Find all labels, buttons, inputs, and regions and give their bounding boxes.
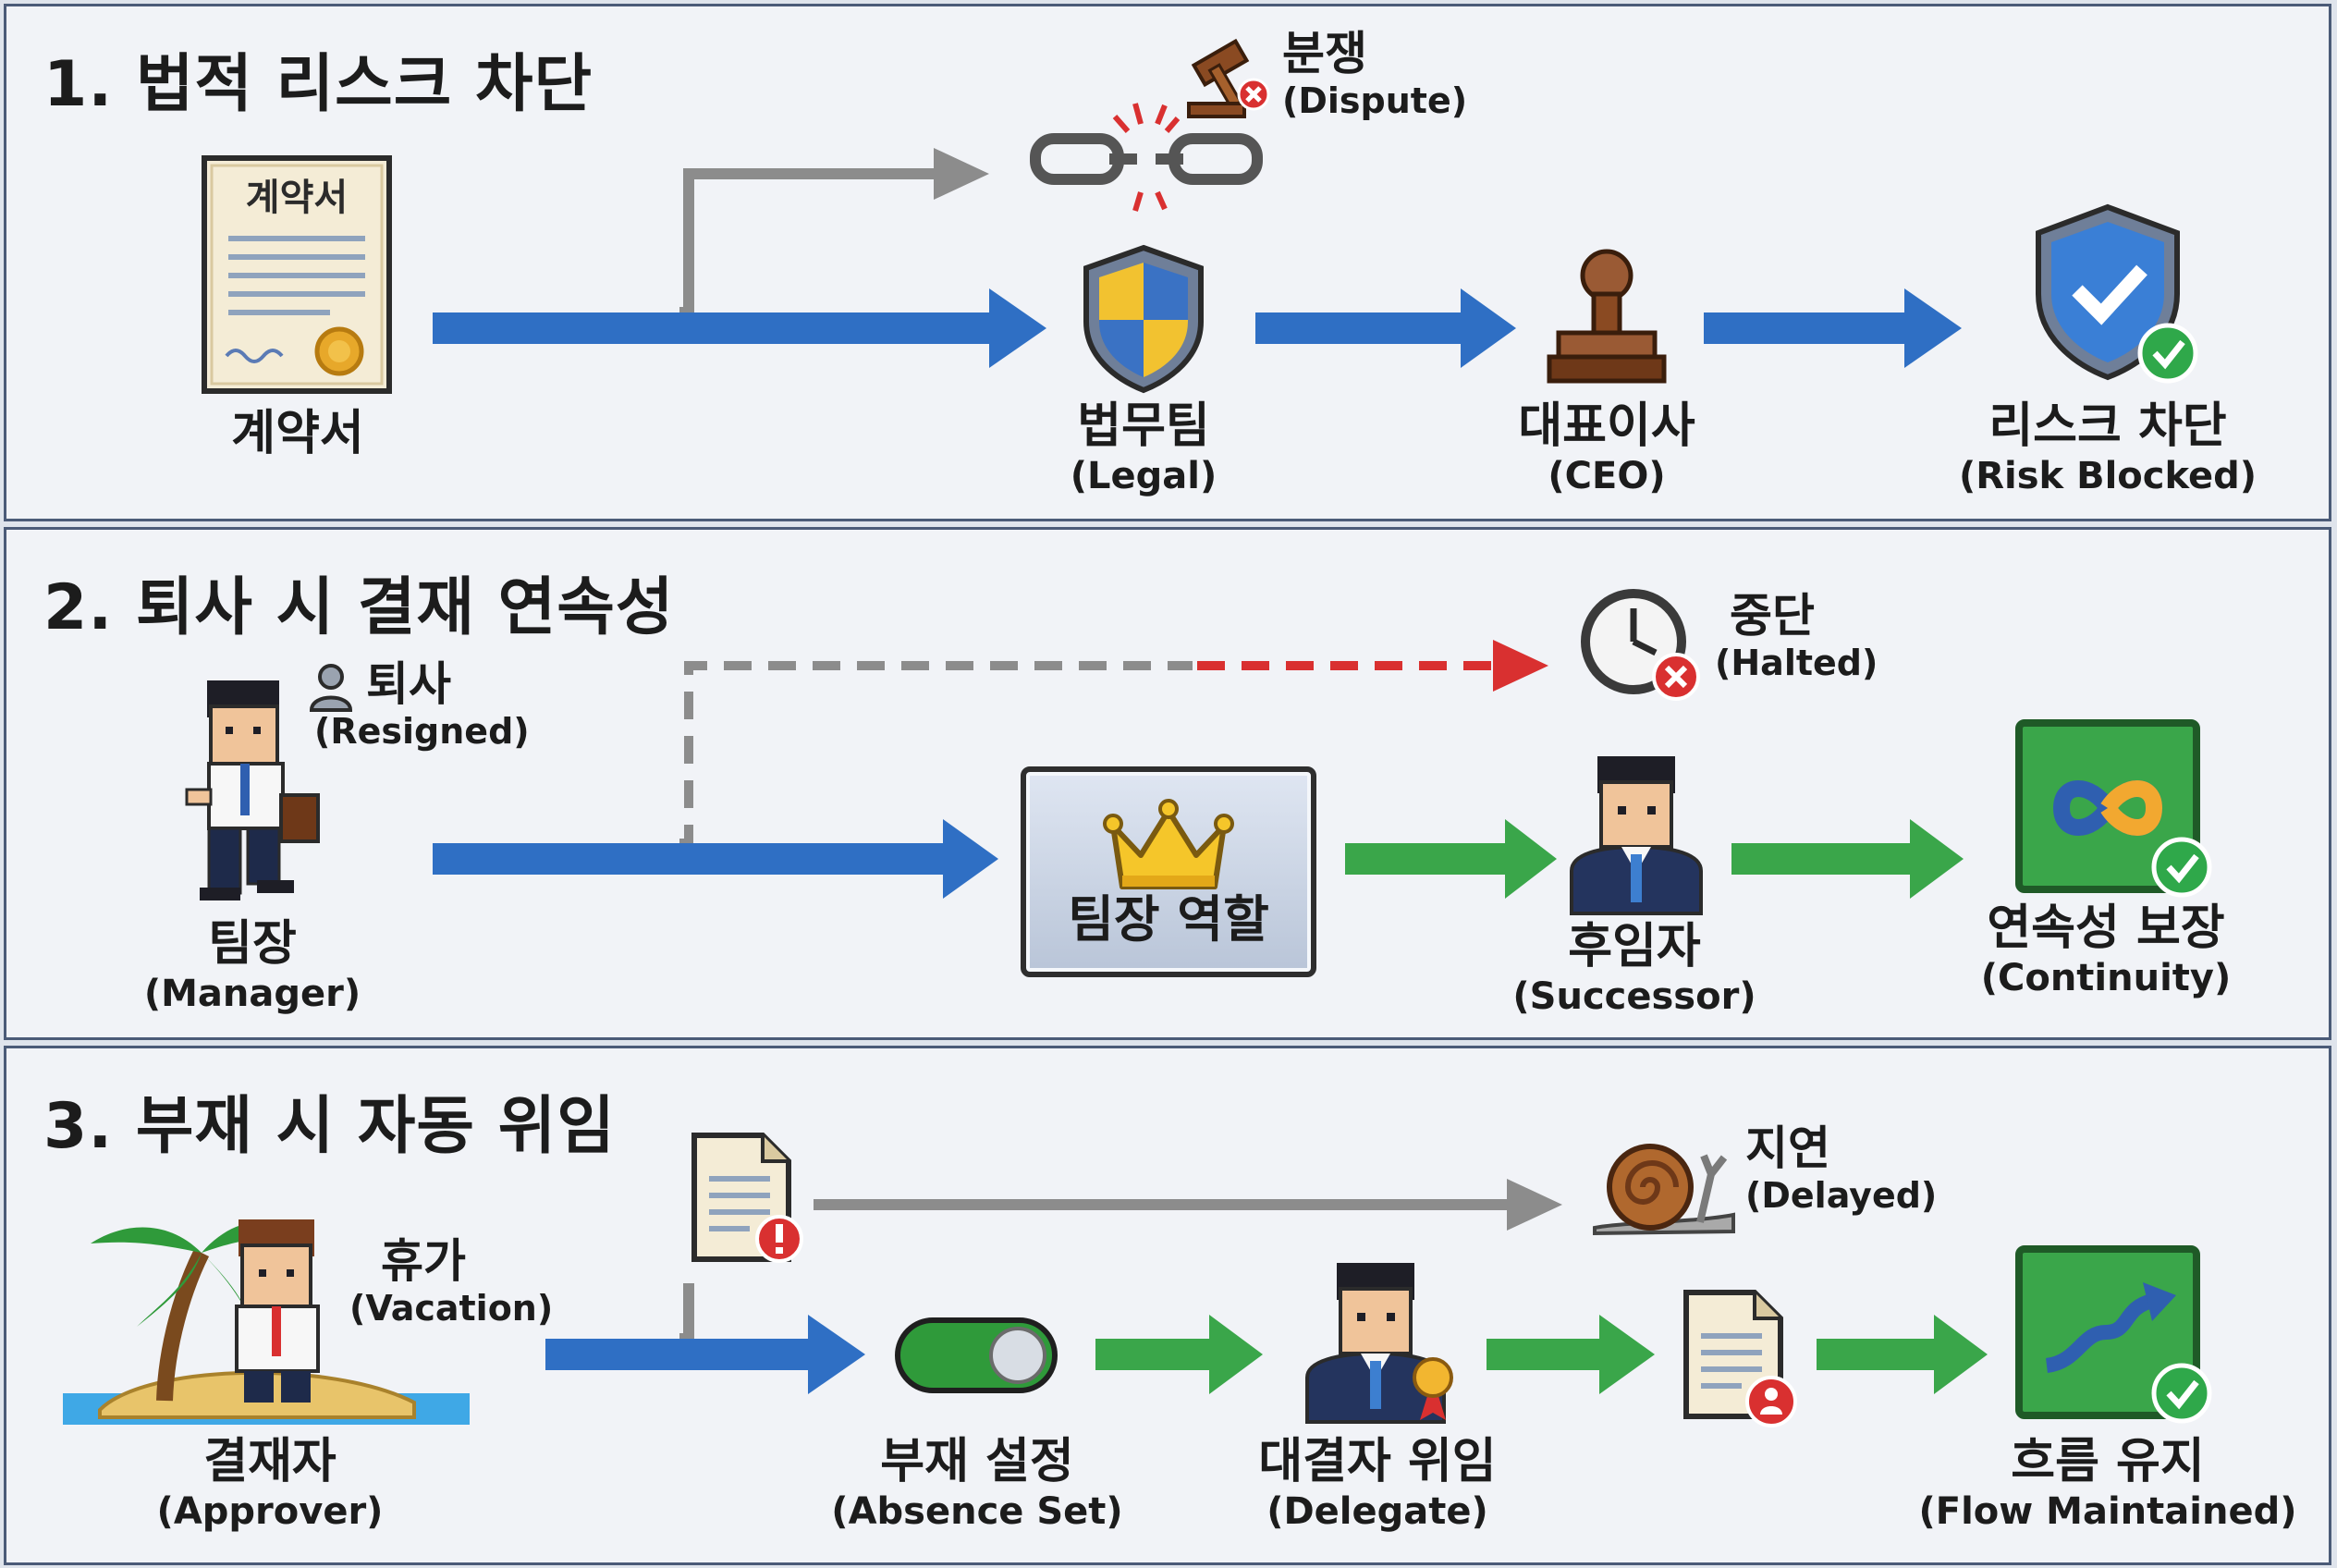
branch-arrow-dispute	[679, 168, 938, 318]
node-label: 계약서	[231, 406, 364, 461]
node-risk-blocked: 리스크 차단 (Risk Blocked)	[1958, 398, 2257, 497]
section-title: 3. 부재 시 자동 위임	[43, 1090, 616, 1163]
arrow-approver-to-absence	[545, 1339, 814, 1370]
side-note-vacation: 휴가 (Vacation)	[349, 1234, 554, 1329]
arrow-absence-to-delegate	[1095, 1339, 1216, 1370]
node-sublabel: (Successor)	[1512, 974, 1756, 1018]
document-user-icon	[1683, 1290, 1797, 1427]
branch-sublabel: (Dispute)	[1282, 80, 1468, 121]
branch-dispute: 분쟁 (Dispute)	[1282, 27, 1468, 121]
side-sublabel: (Resigned)	[314, 710, 530, 752]
node-label: 부재 설정	[880, 1434, 1074, 1489]
trend-up-icon	[2015, 1245, 2212, 1424]
arrow-contract-to-legal	[433, 312, 997, 344]
section-title: 2. 퇴사 시 결재 연속성	[43, 571, 675, 644]
gavel-icon	[1187, 38, 1270, 118]
person-icon	[309, 664, 353, 712]
node-manager: 팀장 (Manager)	[143, 916, 361, 1015]
branch-arrowhead	[934, 148, 989, 200]
contract-doc-title: 계약서	[246, 177, 348, 219]
node-label: 팀장	[208, 916, 297, 972]
side-note-resigned: 퇴사 (Resigned)	[314, 657, 530, 752]
absence-toggle[interactable]	[895, 1317, 1058, 1393]
walking-manager-icon	[185, 680, 320, 900]
contract-document-icon: 계약서	[202, 155, 392, 394]
node-absence-set: 부재 설정 (Absence Set)	[831, 1434, 1123, 1533]
node-sublabel: (CEO)	[1548, 454, 1666, 497]
node-label: 대표이사	[1518, 398, 1695, 454]
node-label: 리스크 차단	[1988, 398, 2227, 454]
side-sublabel: (Vacation)	[349, 1287, 554, 1329]
section-title: 1. 법적 리스크 차단	[43, 48, 593, 121]
node-approver: 결재자 (Approver)	[156, 1434, 384, 1533]
branch-label: 분쟁	[1282, 27, 1367, 80]
stamp-icon	[1547, 249, 1667, 384]
node-sublabel: (Absence Set)	[831, 1489, 1123, 1533]
node-label: 결재자	[203, 1434, 336, 1489]
node-continuity: 연속성 보장 (Continuity)	[1980, 900, 2232, 999]
arrow-role-to-successor	[1345, 843, 1511, 875]
branch-label: 중단	[1730, 589, 1815, 643]
node-delegate: 대결자 위임 (Delegate)	[1258, 1434, 1497, 1533]
side-label: 휴가	[381, 1234, 466, 1288]
panel-absence-delegation: 3. 부재 시 자동 위임	[4, 1046, 2331, 1565]
infinity-icon	[2015, 719, 2212, 898]
document-alert-icon	[691, 1133, 803, 1263]
branch-sublabel: (Halted)	[1715, 642, 1878, 683]
toggle-knob	[989, 1327, 1046, 1384]
node-sublabel: (Approver)	[156, 1489, 384, 1533]
successor-icon	[1570, 756, 1703, 915]
node-sublabel: (Manager)	[143, 972, 361, 1015]
node-ceo: 대표이사 (CEO)	[1518, 398, 1695, 497]
arrow-ceo-to-blocked	[1704, 312, 1912, 344]
node-sublabel: (Risk Blocked)	[1958, 454, 2257, 497]
team-lead-role-box: 팀장 역할	[1021, 766, 1316, 977]
shield-icon	[1083, 244, 1204, 394]
node-sublabel: (Delegate)	[1266, 1489, 1488, 1533]
vacation-island-icon	[63, 1219, 470, 1425]
arrow-doc-to-flow	[1817, 1339, 1941, 1370]
node-label: 대결자 위임	[1258, 1434, 1497, 1489]
arrow-successor-to-continuity	[1731, 843, 1916, 875]
branch-halted: 중단 (Halted)	[1715, 589, 1878, 683]
delegate-icon	[1305, 1263, 1453, 1424]
node-legal: 법무팀 (Legal)	[1070, 398, 1217, 497]
branch-arrow-delayed	[679, 1283, 694, 1344]
arrow-manager-to-role	[433, 843, 950, 875]
role-label: 팀장 역할	[1068, 890, 1269, 949]
arrow-delegate-to-doc	[1487, 1339, 1607, 1370]
node-successor: 후임자 (Successor)	[1512, 919, 1756, 1018]
node-label: 흐름 유지	[2011, 1434, 2205, 1489]
node-sublabel: (Continuity)	[1980, 956, 2232, 999]
broken-chain-icon	[1030, 103, 1263, 212]
branch-label: 지연	[1745, 1121, 1830, 1175]
side-label: 퇴사	[366, 657, 451, 711]
branch-delayed: 지연 (Delayed)	[1745, 1121, 1938, 1216]
node-label: 법무팀	[1077, 398, 1210, 454]
arrow-legal-to-ceo	[1255, 312, 1468, 344]
node-flow-maintained: 흐름 유지 (Flow Maintained)	[1918, 1434, 2297, 1533]
crown-icon	[1103, 799, 1234, 889]
node-sublabel: (Legal)	[1070, 454, 1217, 497]
shield-check-icon	[2036, 203, 2198, 384]
node-label: 연속성 보장	[1987, 900, 2225, 956]
branch-sublabel: (Delayed)	[1745, 1174, 1938, 1216]
node-label: 후임자	[1568, 919, 1701, 974]
node-sublabel: (Flow Maintained)	[1918, 1489, 2297, 1533]
node-contract: 계약서	[231, 406, 364, 462]
snail-icon	[1593, 1144, 1735, 1236]
clock-icon	[1581, 589, 1700, 701]
